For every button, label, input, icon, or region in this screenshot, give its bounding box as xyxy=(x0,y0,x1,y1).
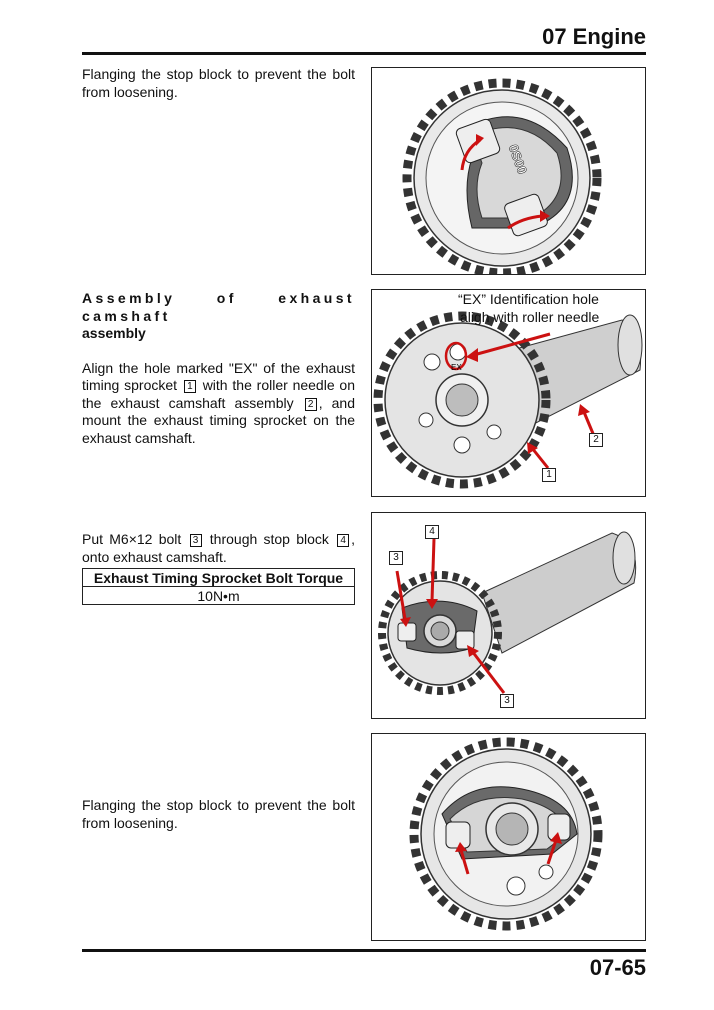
step2-text: Assembly of exhaust camshaft assembly Al… xyxy=(82,290,355,447)
step3-text: Put M6×12 bolt 3 through stop block 4, o… xyxy=(82,531,355,566)
sprocket-illustration-1: 0S00 xyxy=(402,78,602,274)
ref-4: 4 xyxy=(337,534,350,547)
step3-text-b: through stop block xyxy=(209,531,329,547)
step2-heading: Assembly of exhaust camshaft assembly xyxy=(82,290,355,343)
ex-callout-line2: aligh with roller needle xyxy=(460,309,600,325)
tag-4: 4 xyxy=(425,525,439,539)
step2-text-b: with the roller needle on the exhaust ca… xyxy=(82,377,355,411)
stop-block-illustration xyxy=(378,531,637,695)
ref-1: 1 xyxy=(183,380,196,393)
step4-text: Flanging the stop block to prevent the b… xyxy=(82,797,355,831)
figure-1: 0S00 xyxy=(371,67,646,275)
step3-text-c: , onto exhaust camshaft. xyxy=(82,531,356,565)
ref-3: 3 xyxy=(189,534,202,547)
ex-mark: EX xyxy=(451,363,462,372)
ex-callout-line1: “EX” Identification hole xyxy=(458,291,599,307)
torque-value: 10N•m xyxy=(82,586,355,605)
ref-2: 2 xyxy=(304,397,317,411)
sprocket-illustration-4 xyxy=(409,737,603,931)
chapter-title: 07 Engine xyxy=(542,24,646,49)
step2-text-c: , and mount the exhaust timing sprocket … xyxy=(82,394,355,446)
camshaft-sprocket-illustration: EX xyxy=(373,311,643,489)
page-number: 07-65 xyxy=(589,955,646,980)
figure-2: EX “EX” Identification hole aligh with r… xyxy=(371,289,646,497)
heading-line1: Assembly of exhaust camshaft xyxy=(82,290,355,324)
step2-text-a: Align the hole marked "EX" of the exhaus… xyxy=(82,359,355,394)
tag-1: 1 xyxy=(542,468,556,482)
footer-rule xyxy=(82,949,646,952)
figure-4 xyxy=(371,733,646,941)
figure-3: 3 4 3 xyxy=(371,512,646,719)
tag-3-bottom: 3 xyxy=(500,694,514,708)
torque-header: Exhaust Timing Sprocket Bolt Torque xyxy=(82,568,355,587)
heading-line2: assembly xyxy=(82,325,146,341)
torque-table: Exhaust Timing Sprocket Bolt Torque 10N•… xyxy=(82,568,355,605)
step1-text: Flanging the stop block to prevent the b… xyxy=(82,66,355,100)
tag-2: 2 xyxy=(589,433,603,447)
tag-3-top: 3 xyxy=(389,551,403,565)
header-rule xyxy=(82,52,646,55)
step3-text-a: Put M6×12 bolt xyxy=(82,531,182,547)
